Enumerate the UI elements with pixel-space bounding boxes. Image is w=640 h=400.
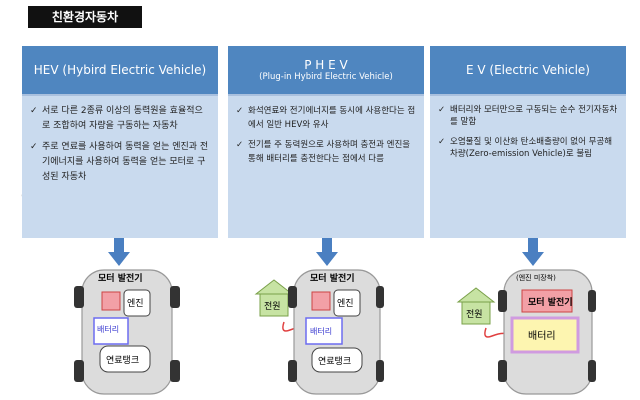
- engine-block: [123, 289, 151, 317]
- check-icon: ✓: [438, 105, 446, 115]
- down-arrow-icon: [522, 238, 544, 266]
- power-label: 전원: [264, 301, 281, 312]
- fuel-tank-label: 연료탱크: [318, 356, 351, 367]
- fuel-tank-block: [99, 345, 151, 373]
- engine-note: (엔진 미장착): [516, 273, 556, 282]
- check-icon: ✓: [30, 142, 38, 152]
- page-title: 친환경자동차: [28, 6, 142, 28]
- column-subtitle: (Plug-in Hybird Electric Vehicle): [259, 71, 393, 82]
- check-icon: ✓: [236, 106, 244, 116]
- down-arrow-icon: [108, 238, 130, 266]
- bullet-item: ✓주로 연료를 사용하여 동력을 얻는 엔진과 전기에너지를 사용하여 동력을 …: [30, 140, 210, 185]
- column-phev: P H E V (Plug-in Hybird Electric Vehicle…: [228, 46, 424, 238]
- column-title: E V (Electric Vehicle): [466, 63, 590, 77]
- phev-car-diagram: 전원 모터 발전기 엔진 배터리 연료탱크: [254, 269, 384, 395]
- check-icon: ✓: [438, 137, 446, 147]
- fuel-tank-label: 연료탱크: [106, 355, 139, 366]
- motor-label: 모터 발전기: [528, 296, 573, 308]
- down-arrow-icon: [316, 238, 338, 266]
- check-icon: ✓: [30, 106, 38, 116]
- bullet-item: ✓서로 다른 2종류 이상의 동력원을 효율적으로 조합하여 자량을 구동하는 …: [30, 104, 210, 134]
- battery-label: 배터리: [310, 327, 332, 336]
- column-header: HEV (Hybird Electric Vehicle): [22, 46, 218, 94]
- column-body: ✓서로 다른 2종류 이상의 동력원을 효율적으로 조합하여 자량을 구동하는 …: [22, 94, 218, 238]
- bullet-item: ✓오염물질 및 이산화 탄소배출량이 없어 무공해차량(Zero-emissio…: [438, 137, 613, 159]
- battery-block: [93, 317, 129, 345]
- column-title: HEV (Hybird Electric Vehicle): [33, 63, 207, 77]
- engine-label: 엔진: [127, 298, 144, 309]
- power-label: 전원: [466, 309, 483, 320]
- column-ev: E V (Electric Vehicle) ✓배터리와 모터만으로 구동되는 …: [430, 46, 626, 238]
- check-icon: ✓: [236, 140, 244, 150]
- column-header: P H E V (Plug-in Hybird Electric Vehicle…: [228, 46, 424, 94]
- motor-label: 모터 발전기: [98, 272, 143, 284]
- battery-label: 배터리: [528, 330, 556, 342]
- bullet-item: ✓전기를 주 동력원으로 사용하며 충전과 엔진을 통해 배터리를 충전한다는 …: [236, 140, 411, 164]
- engine-label: 엔진: [337, 298, 354, 309]
- ev-car-diagram: 전원 (엔진 미장착) 모터 발전기 배터리: [456, 269, 596, 395]
- battery-label: 배터리: [97, 325, 119, 334]
- column-body: ✓화석연료와 전기에너지를 동시에 사용한다는 점에서 일반 HEV와 유사 ✓…: [228, 94, 424, 238]
- bullet-item: ✓배터리와 모터만으로 구동되는 순수 전기자동차를 말함: [438, 105, 618, 127]
- bullet-item: ✓화석연료와 전기에너지를 동시에 사용한다는 점에서 일반 HEV와 유사: [236, 106, 416, 130]
- motor-label: 모터 발전기: [310, 272, 355, 284]
- column-title: P H E V: [304, 57, 348, 72]
- hev-car-diagram: 모터 발전기 엔진 배터리 연료탱크: [74, 269, 180, 395]
- column-body: ✓배터리와 모터만으로 구동되는 순수 전기자동차를 말함 ✓오염물질 및 이산…: [430, 94, 626, 238]
- column-hev: HEV (Hybird Electric Vehicle) ✓서로 다른 2종류…: [22, 46, 218, 238]
- column-header: E V (Electric Vehicle): [430, 46, 626, 94]
- motor-block: [101, 291, 121, 311]
